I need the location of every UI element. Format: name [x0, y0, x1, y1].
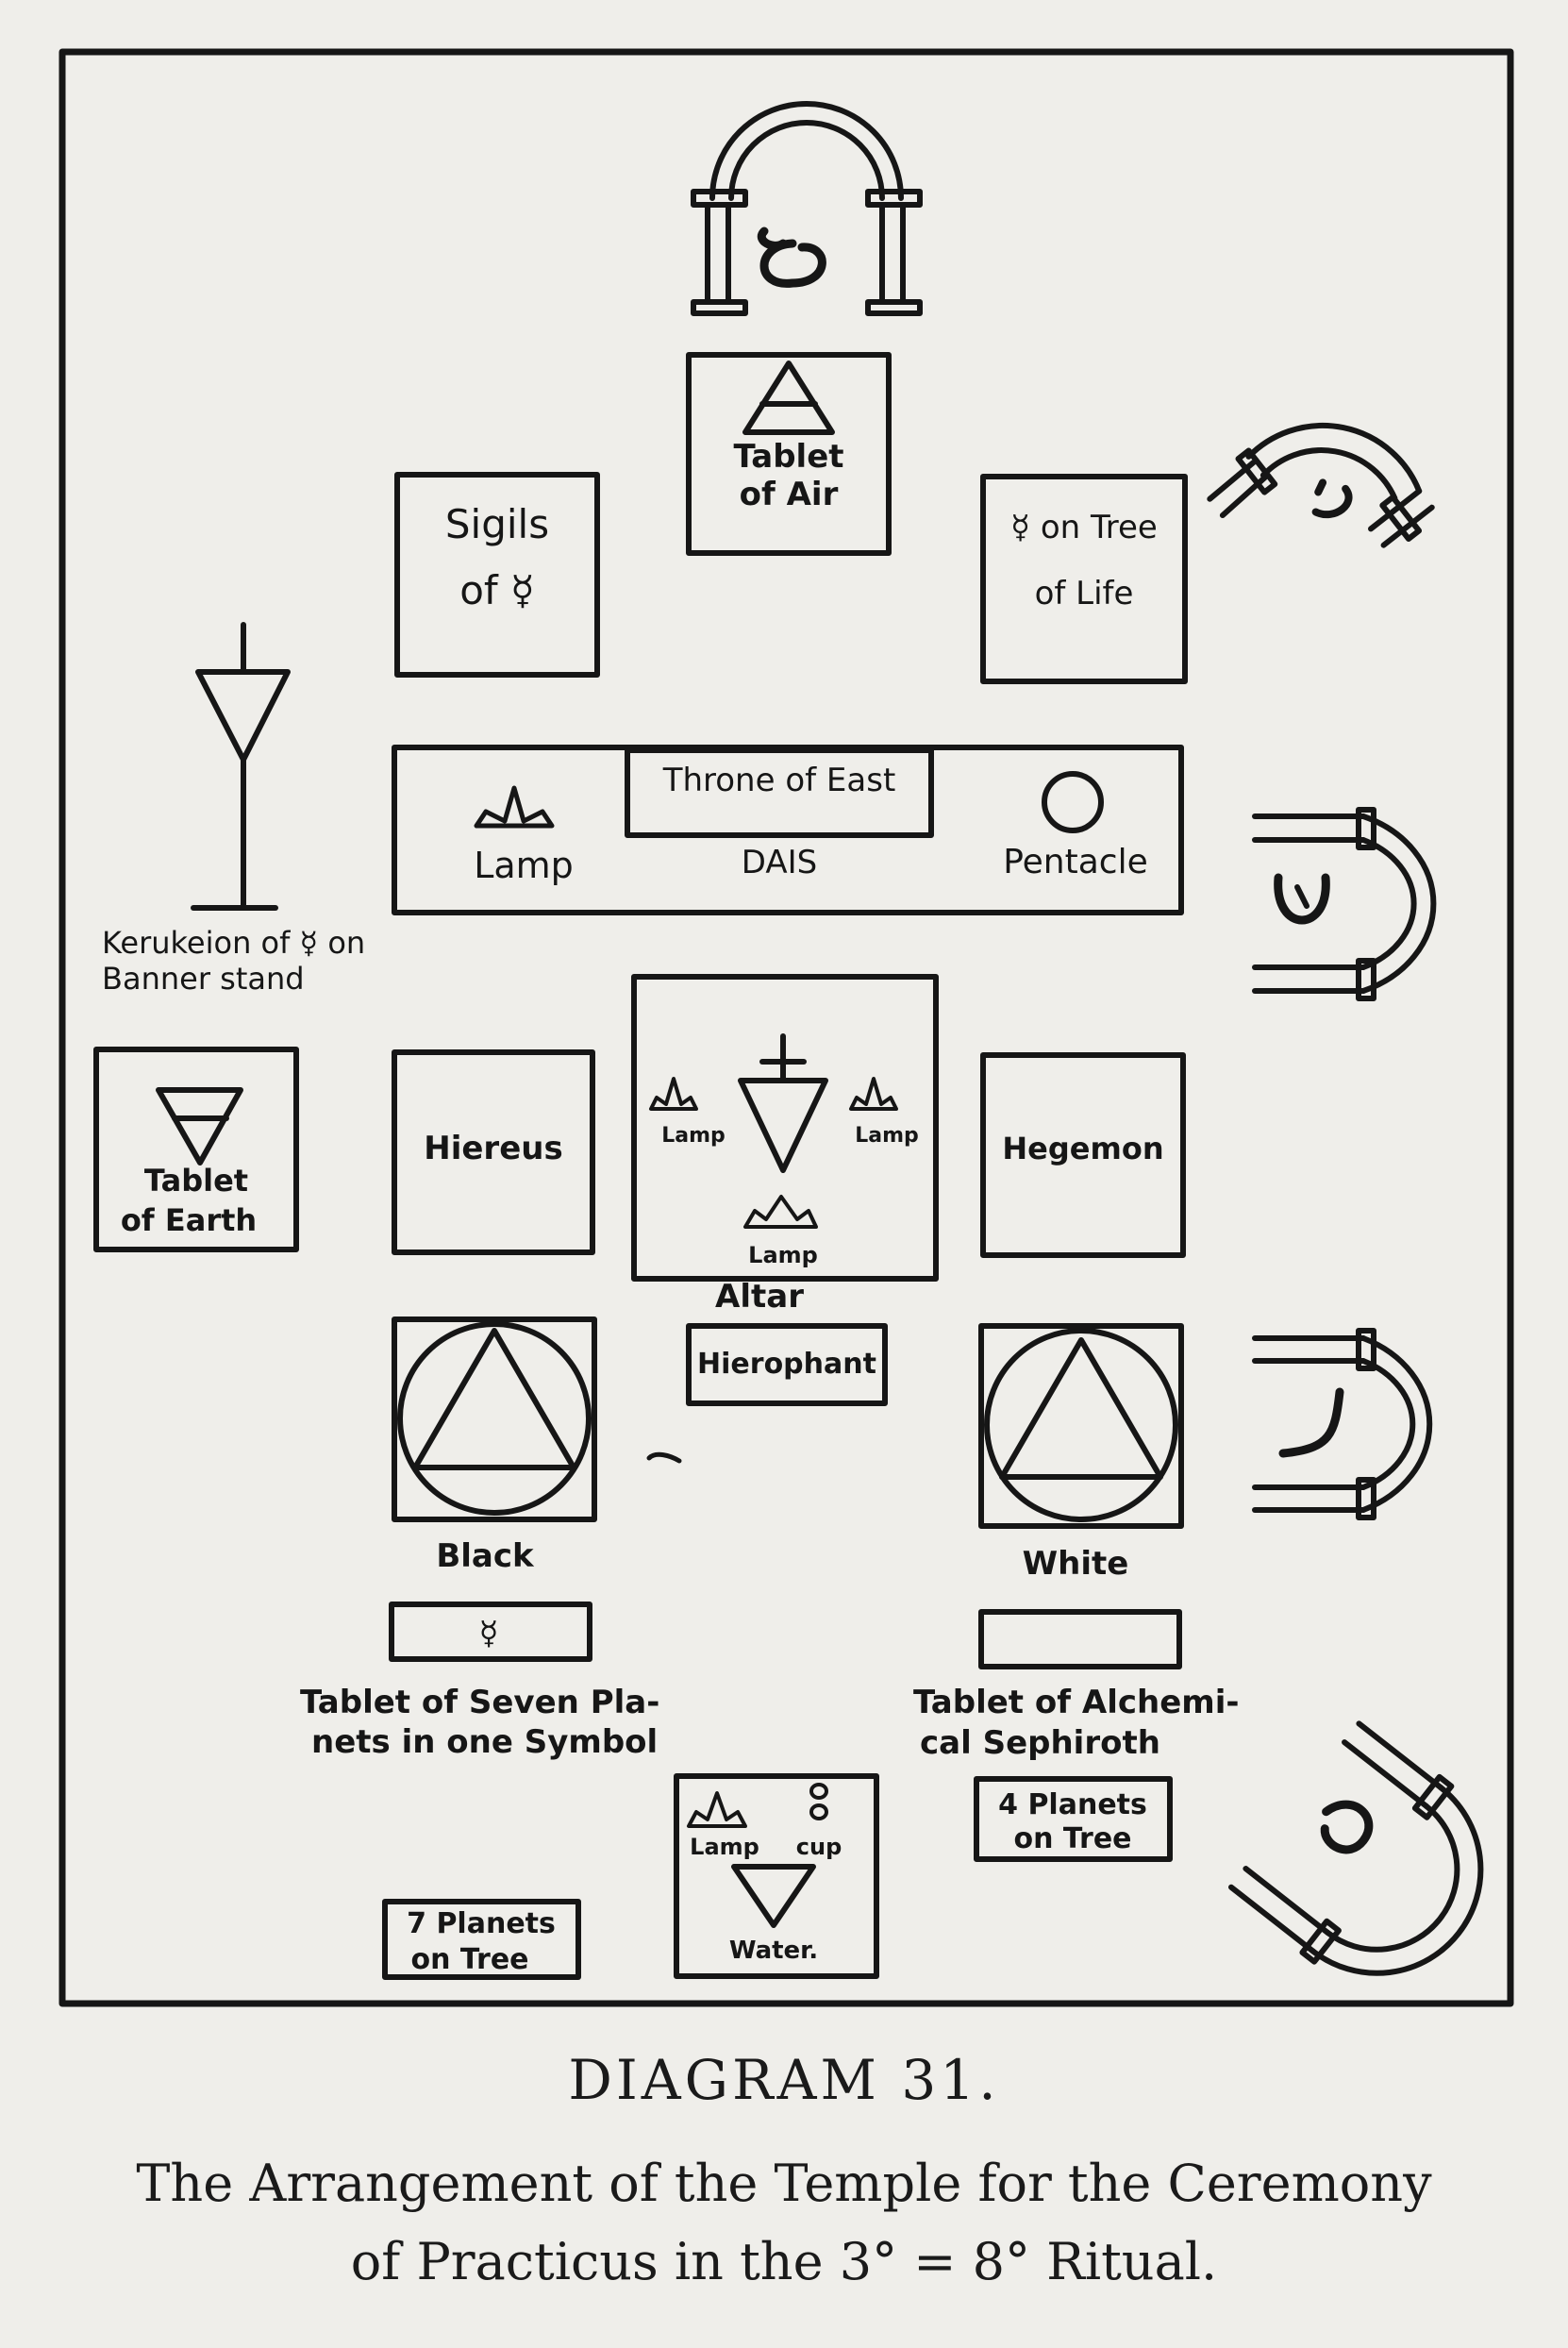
four-planets-box: 4 Planets on Tree: [974, 1776, 1173, 1862]
arch-right-2-icon: [1252, 807, 1437, 1001]
altar-lamp-bottom-icon: [743, 1195, 818, 1229]
four-planets-label-1: 4 Planets: [998, 1788, 1147, 1821]
alchemical-tablet-label-1: Tablet of Alchemi-: [913, 1684, 1239, 1721]
tablet-earth-label-2: of Earth: [121, 1202, 257, 1238]
dais: Throne of East Lamp DAIS Pentacle: [392, 745, 1184, 915]
kerukeion-label-1: Kerukeion of ☿ on: [102, 925, 365, 961]
hierophant-box: Hierophant: [686, 1323, 888, 1406]
white-label: White: [1023, 1545, 1129, 1583]
tablet-air-label-1: Tablet: [733, 438, 843, 476]
hegemon-label: Hegemon: [1002, 1131, 1163, 1166]
water-box: Lamp cup Water.: [674, 1773, 879, 1979]
tablet-of-earth: Tablet of Earth: [93, 1047, 299, 1252]
kerukeion-label-2: Banner stand: [102, 961, 305, 997]
alchemical-tablet-bar: Tablet of Alchemi- cal Sephiroth: [913, 1609, 1239, 1762]
throne-of-east: [625, 747, 934, 838]
dais-label: DAIS: [742, 844, 817, 881]
seven-planets-tree-label-2: on Tree: [410, 1943, 528, 1976]
mercury-tree-label-1: ☿ on Tree: [1010, 509, 1158, 546]
hiereus-label: Hiereus: [424, 1130, 562, 1167]
water-lamp-label: Lamp: [690, 1834, 759, 1860]
hegemon-box: Hegemon: [980, 1052, 1186, 1258]
sigils-label-1: Sigils: [445, 501, 549, 547]
mercury-tree-box: ☿ on Tree of Life: [980, 474, 1188, 684]
altar-lamp-right-label: Lamp: [855, 1124, 919, 1148]
water-label: Water.: [729, 1937, 818, 1965]
ink-mark: [646, 1451, 682, 1464]
four-planets-label-2: on Tree: [1013, 1822, 1131, 1855]
water-cup-label: cup: [796, 1834, 842, 1860]
hiereus-box: Hiereus: [392, 1049, 595, 1255]
temple-frame: [58, 48, 1514, 2007]
hierophant-label: Hierophant: [697, 1348, 876, 1381]
sigils-label-2: of ☿: [459, 567, 535, 613]
caption-line-2: of Practicus in the 3° = 8° Ritual.: [350, 2232, 1218, 2291]
altar-lamp-left-icon: [649, 1077, 698, 1111]
pentacle-icon: [1042, 771, 1104, 833]
alchemical-tablet-label-2: cal Sephiroth: [920, 1724, 1160, 1762]
caption-title: DIAGRAM 31.: [568, 2048, 1000, 2112]
caption-line-1: The Arrangement of the Temple for the Ce…: [136, 2154, 1432, 2213]
mercury-symbol: ☿: [479, 1615, 499, 1652]
lamp-icon: [474, 785, 555, 829]
tablet-earth-label-1: Tablet: [144, 1163, 248, 1199]
throne-label: Throne of East: [662, 762, 896, 799]
white-pillar: White: [978, 1323, 1184, 1583]
black-pillar: Black: [392, 1317, 597, 1575]
kerukeion-banner-icon: Kerukeion of ☿ on Banner stand: [102, 622, 365, 997]
seven-planets-tree-label-1: 7 Planets: [407, 1907, 556, 1940]
dais-lamp-label: Lamp: [474, 845, 574, 886]
altar: Lamp Lamp Lamp Altar: [631, 974, 939, 1316]
seven-planets-box: 7 Planets on Tree: [382, 1899, 581, 1980]
pentacle-label: Pentacle: [1003, 843, 1148, 881]
black-label: Black: [436, 1537, 535, 1575]
arch-right-4-icon: [1227, 1720, 1484, 1976]
mercury-tablet-bar: ☿ Tablet of Seven Pla- nets in one Symbo…: [300, 1602, 659, 1761]
water-lamp-icon: [687, 1791, 747, 1828]
tablet-air-label-2: of Air: [740, 476, 839, 513]
top-arch-icon: [691, 101, 923, 316]
mercury-tree-label-2: of Life: [1035, 575, 1134, 612]
sigils-box: Sigils of ☿: [394, 472, 600, 678]
arch-right-3-icon: [1252, 1328, 1433, 1520]
altar-lamp-left-label: Lamp: [661, 1124, 726, 1148]
altar-lamp-right-icon: [849, 1077, 898, 1111]
altar-lamp-bottom-label: Lamp: [748, 1242, 818, 1268]
seven-planets-tablet-label-2: nets in one Symbol: [311, 1723, 658, 1761]
altar-label: Altar: [715, 1278, 804, 1316]
seven-planets-tablet-label-1: Tablet of Seven Pla-: [300, 1684, 659, 1721]
tablet-of-air: Tablet of Air: [686, 352, 892, 556]
cup-icon: [809, 1783, 828, 1820]
arch-right-1-icon: [1207, 422, 1435, 548]
